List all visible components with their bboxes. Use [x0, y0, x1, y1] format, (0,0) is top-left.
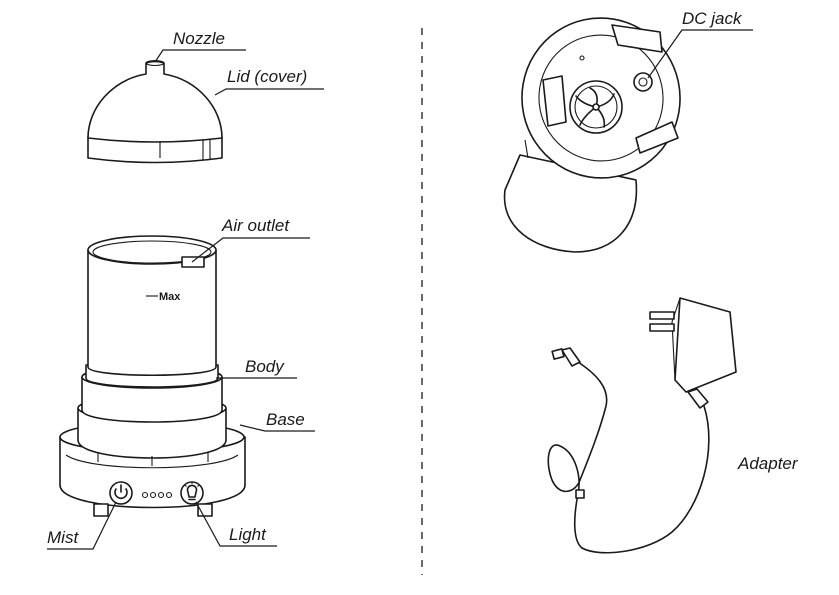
light-label: Light — [229, 525, 267, 544]
air-outlet-label: Air outlet — [221, 216, 290, 235]
base-underside-illustration — [503, 17, 681, 253]
adapter-illustration — [547, 297, 737, 554]
body-illustration: Max — [59, 235, 246, 517]
adapter-label: Adapter — [737, 454, 799, 473]
base-label: Base — [266, 410, 305, 429]
fan-icon — [575, 87, 615, 128]
power-icon — [114, 488, 128, 500]
max-line-label: Max — [159, 291, 181, 303]
mist-label: Mist — [47, 528, 79, 547]
lid-illustration — [87, 59, 223, 164]
lightbulb-icon — [184, 482, 200, 501]
body-label: Body — [245, 357, 285, 376]
dc-jack-socket — [633, 72, 653, 92]
dc-jack-label: DC jack — [682, 9, 743, 28]
nozzle-label: Nozzle — [173, 29, 225, 48]
lid-label: Lid (cover) — [227, 67, 307, 86]
